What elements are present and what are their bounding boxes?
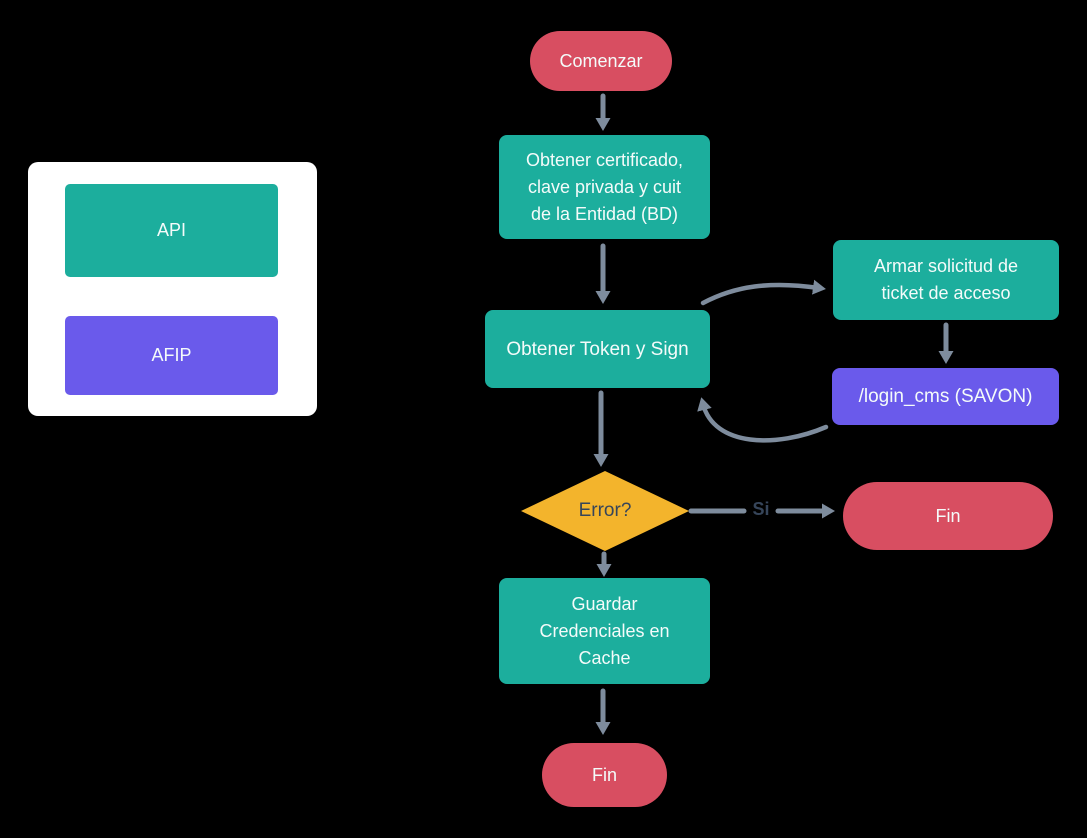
node-fin-bottom: Fin (542, 743, 667, 807)
legend-item-afip: AFIP (65, 316, 278, 395)
node-get-cert: Obtener certificado, clave privada y cui… (499, 135, 710, 239)
edge-gettoken-to-armar (700, 279, 826, 306)
legend-item-api: API (65, 184, 278, 277)
node-armar-solicitud: Armar solicitud de ticket de acceso (833, 240, 1059, 320)
edge-logincms-to-gettoken (697, 397, 829, 443)
legend-card: API AFIP (28, 162, 317, 416)
node-fin-right: Fin (843, 482, 1053, 550)
node-get-token: Obtener Token y Sign (485, 310, 710, 388)
node-start: Comenzar (530, 31, 672, 91)
edge-label-si: Si (752, 499, 770, 519)
node-login-cms: /login_cms (SAVON) (832, 368, 1059, 425)
legend-api-label: API (156, 220, 186, 240)
legend-afip-label: AFIP (151, 345, 192, 365)
node-guardar-credenciales: Guardar Credenciales en Cache (499, 578, 710, 684)
